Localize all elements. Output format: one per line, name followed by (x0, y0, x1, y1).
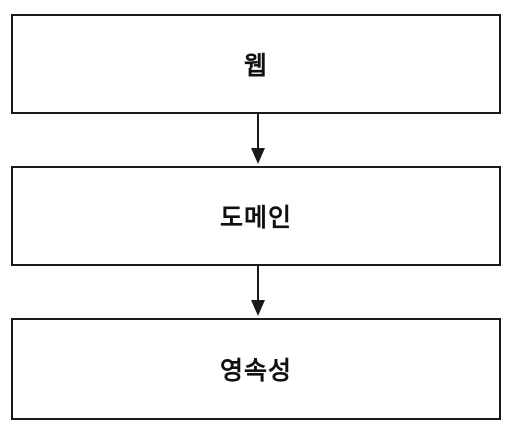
web-layer-label: 웹 (243, 51, 268, 80)
web-layer-box: 웹 (11, 14, 501, 114)
persistence-layer-box: 영속성 (11, 318, 501, 420)
arrow-web-to-domain (251, 114, 265, 164)
arrow-domain-to-persistence (251, 266, 265, 316)
domain-layer-box: 도메인 (11, 166, 501, 266)
persistence-layer-label: 영속성 (219, 356, 292, 385)
domain-layer-label: 도메인 (219, 203, 292, 232)
